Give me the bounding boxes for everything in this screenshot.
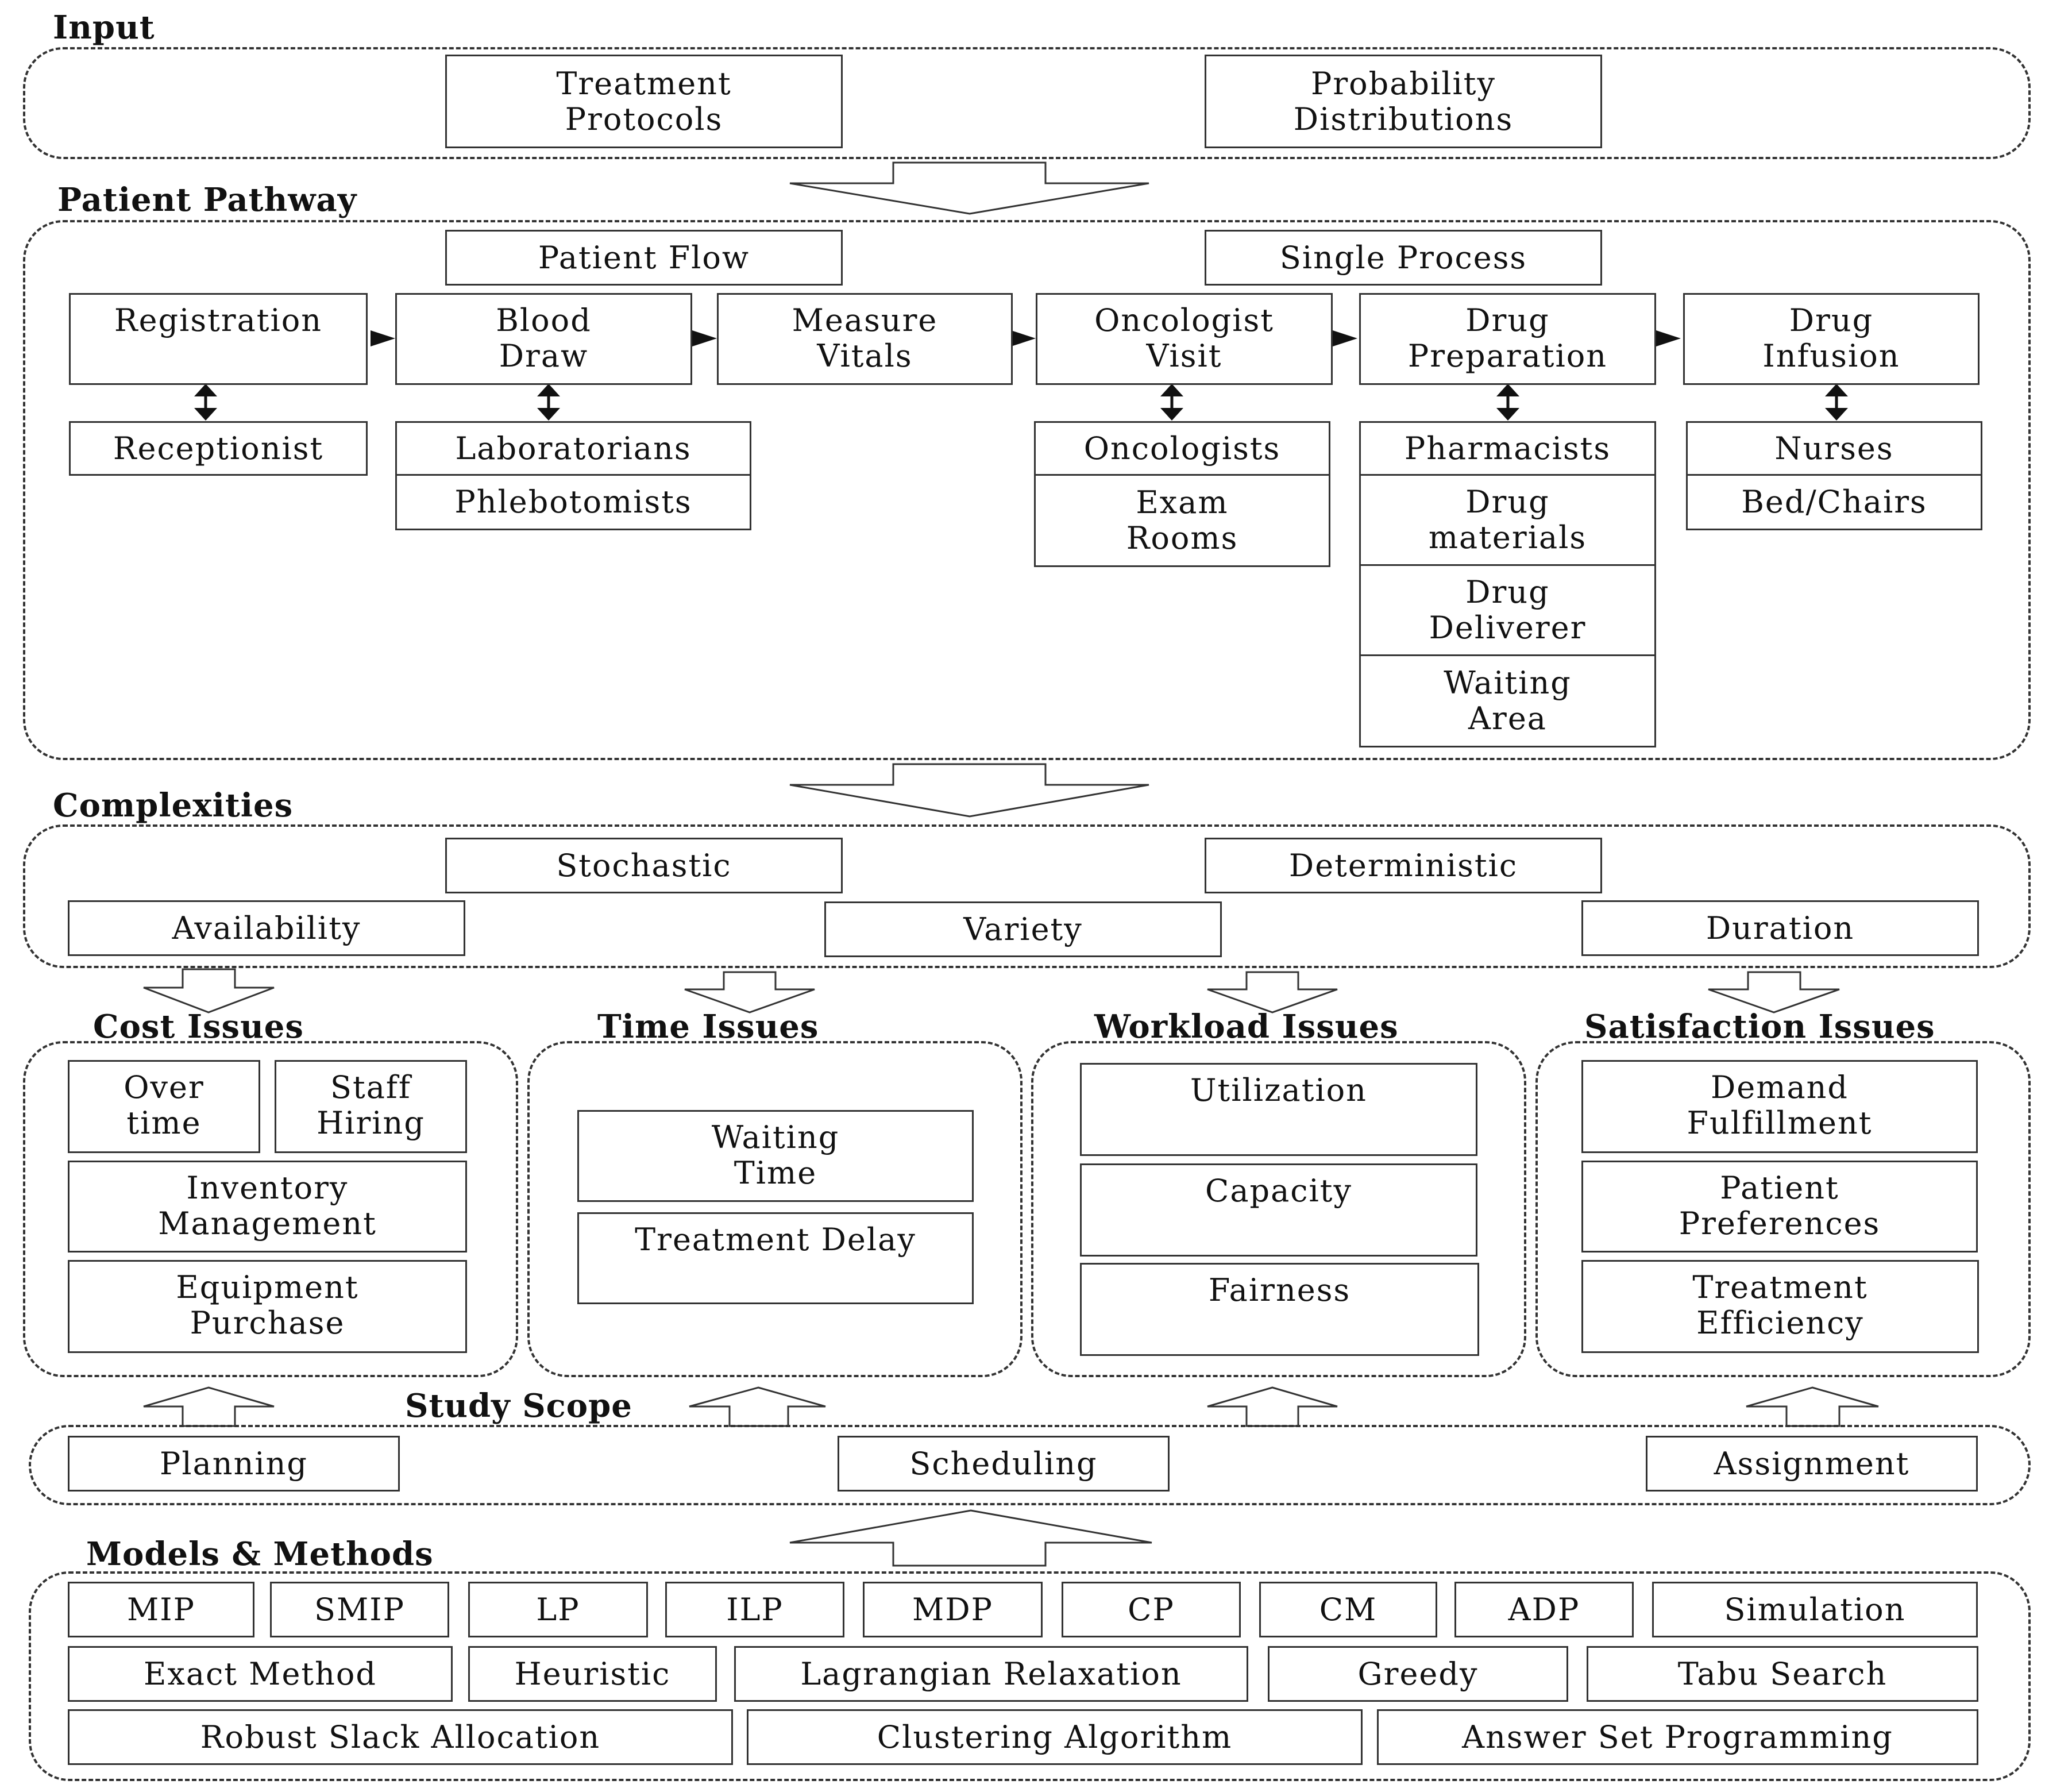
time-issues-group	[527, 1041, 1022, 1377]
method-tabu-search: Tabu Search	[1587, 1646, 1978, 1702]
resource-nurses: Nurses	[1686, 421, 1982, 476]
flow-arrowhead-2	[692, 330, 717, 346]
single-process-box: Single Process	[1205, 230, 1602, 286]
method-smip: SMIP	[270, 1582, 449, 1637]
resource-pharmacists: Pharmacists	[1359, 421, 1656, 476]
step-drug-infusion: Drug Infusion	[1683, 293, 1980, 385]
models-methods-label: Models & Methods	[86, 1535, 434, 1573]
method-mdp: MDP	[863, 1582, 1043, 1637]
input-group	[23, 47, 2031, 159]
scope-to-time-arrow	[689, 1386, 826, 1427]
workload-issues-group	[1031, 1041, 1526, 1377]
resource-bed-chairs: Bed/Chairs	[1686, 474, 1982, 530]
study-scope-label: Study Scope	[405, 1387, 632, 1425]
method-simulation: Simulation	[1652, 1582, 1978, 1637]
to-cost-arrow	[143, 968, 275, 1013]
time-issues-label: Time Issues	[597, 1008, 819, 1046]
study-scope-group	[29, 1425, 2031, 1505]
scope-to-workload-arrow	[1207, 1386, 1338, 1427]
satisfaction-issues-label: Satisfaction Issues	[1584, 1008, 1935, 1046]
resource-drug-materials: Drug materials	[1359, 474, 1656, 566]
probability-distributions-box: Probability Distributions	[1205, 55, 1602, 148]
cost-issues-group	[23, 1041, 518, 1377]
drug-infusion-staff-arrow	[1825, 384, 1848, 421]
complexity-deterministic: Deterministic	[1205, 838, 1602, 893]
resource-oncologists: Oncologists	[1034, 421, 1330, 476]
method-adp: ADP	[1454, 1582, 1634, 1637]
patient-flow-box: Patient Flow	[445, 230, 843, 286]
step-registration: Registration	[69, 293, 368, 385]
workload-issues-label: Workload Issues	[1094, 1008, 1399, 1046]
complexities-section-label: Complexities	[53, 787, 294, 824]
step-measure-vitals: Measure Vitals	[717, 293, 1013, 385]
scope-to-cost-arrow	[143, 1386, 275, 1427]
cost-inventory-management: Inventory Management	[68, 1161, 467, 1253]
blood-draw-staff-arrow	[537, 384, 560, 421]
flow-arrowhead-1	[371, 330, 395, 346]
method-ilp: ILP	[665, 1582, 844, 1637]
patient-pathway-section-label: Patient Pathway	[57, 181, 357, 219]
step-drug-preparation: Drug Preparation	[1359, 293, 1656, 385]
flow-arrowhead-4	[1333, 330, 1357, 346]
complexity-duration: Duration	[1581, 900, 1979, 956]
pathway-to-complexities-arrow	[789, 763, 1149, 818]
scope-assignment: Assignment	[1646, 1436, 1978, 1492]
drug-prep-staff-arrow	[1496, 384, 1519, 421]
method-lp: LP	[468, 1582, 648, 1637]
step-blood-draw: Blood Draw	[395, 293, 692, 385]
time-treatment-delay: Treatment Delay	[577, 1212, 974, 1304]
satisfaction-issues-group	[1535, 1041, 2031, 1377]
scope-planning: Planning	[68, 1436, 400, 1492]
method-exact-method: Exact Method	[68, 1646, 453, 1702]
treatment-protocols-box: Treatment Protocols	[445, 55, 843, 148]
complexity-stochastic: Stochastic	[445, 838, 843, 893]
to-workload-arrow	[1207, 971, 1338, 1013]
cost-overtime: Over time	[68, 1060, 260, 1153]
satisfaction-patient-preferences: Patient Preferences	[1581, 1161, 1978, 1253]
workload-capacity: Capacity	[1080, 1163, 1477, 1257]
complexity-variety: Variety	[824, 901, 1222, 957]
method-clustering-algorithm: Clustering Algorithm	[747, 1709, 1363, 1765]
step-oncologist-visit: Oncologist Visit	[1036, 293, 1333, 385]
resource-drug-deliverer: Drug Deliverer	[1359, 564, 1656, 656]
method-heuristic: Heuristic	[468, 1646, 717, 1702]
method-lagrangian-relaxation: Lagrangian Relaxation	[734, 1646, 1248, 1702]
resource-phlebotomists: Phlebotomists	[395, 474, 751, 530]
input-section-label: Input	[53, 9, 155, 47]
workload-fairness: Fairness	[1080, 1263, 1479, 1356]
oncologist-visit-staff-arrow	[1160, 384, 1183, 421]
patient-pathway-group	[23, 220, 2031, 760]
satisfaction-treatment-efficiency: Treatment Efficiency	[1581, 1260, 1979, 1353]
scope-to-satisfaction-arrow	[1746, 1386, 1879, 1427]
satisfaction-demand-fulfillment: Demand Fulfillment	[1581, 1060, 1978, 1153]
method-cp: CP	[1062, 1582, 1241, 1637]
workload-utilization: Utilization	[1080, 1063, 1477, 1156]
input-to-pathway-arrow	[789, 161, 1149, 215]
complexities-group	[23, 824, 2031, 968]
complexity-availability: Availability	[68, 900, 465, 956]
to-time-arrow	[684, 971, 815, 1013]
models-methods-group	[29, 1571, 2031, 1781]
resource-exam-rooms: Exam Rooms	[1034, 474, 1330, 567]
cost-staff-hiring: Staff Hiring	[275, 1060, 467, 1153]
method-cm: CM	[1259, 1582, 1437, 1637]
resource-laboratorians: Laboratorians	[395, 421, 751, 476]
method-mip: MIP	[68, 1582, 254, 1637]
time-waiting-time: Waiting Time	[577, 1110, 974, 1202]
resource-waiting-area: Waiting Area	[1359, 654, 1656, 747]
flow-arrowhead-5	[1656, 330, 1681, 346]
cost-issues-label: Cost Issues	[93, 1008, 304, 1046]
resource-receptionist: Receptionist	[69, 421, 368, 476]
method-robust-slack-allocation: Robust Slack Allocation	[68, 1709, 733, 1765]
method-answer-set-programming: Answer Set Programming	[1377, 1709, 1978, 1765]
flow-arrowhead-3	[1011, 330, 1036, 346]
method-greedy: Greedy	[1268, 1646, 1568, 1702]
cost-equipment-purchase: Equipment Purchase	[68, 1260, 467, 1353]
to-satisfaction-arrow	[1708, 971, 1840, 1013]
methods-to-scope-arrow	[789, 1509, 1152, 1567]
scope-scheduling: Scheduling	[838, 1436, 1170, 1492]
registration-receptionist-arrow	[194, 384, 217, 421]
